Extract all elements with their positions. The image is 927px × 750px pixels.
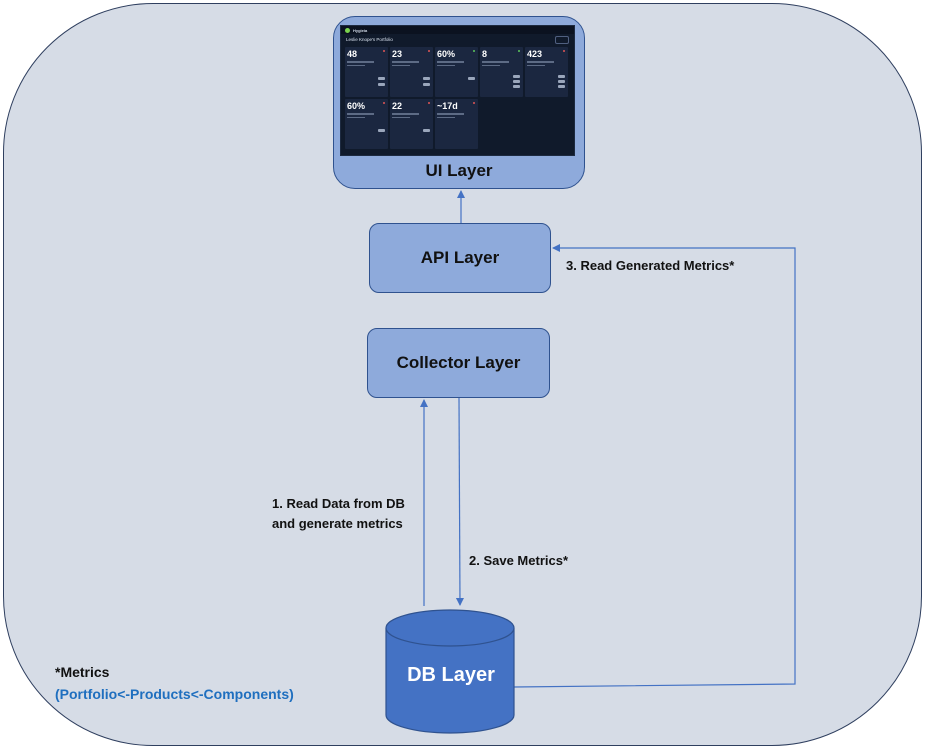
metric-card: 22: [390, 99, 433, 149]
metric-line: [437, 116, 455, 118]
metric-line: [347, 61, 375, 63]
logo-icon: [345, 27, 350, 33]
metric-line: [437, 61, 465, 63]
api-layer-label: API Layer: [420, 248, 500, 267]
metric-pill: [513, 85, 520, 88]
metric-pill: [423, 83, 430, 86]
metric-card: 60%: [345, 99, 388, 149]
metrics-note-title: *Metrics: [55, 664, 110, 680]
metric-card: 48: [345, 47, 388, 97]
metric-value: 23: [392, 49, 403, 59]
status-dot-icon: [383, 102, 385, 104]
collector-layer-label: Collector Layer: [396, 353, 521, 372]
metric-card: 8: [480, 47, 523, 97]
collector-to-db-arrow: [455, 397, 464, 606]
metric-card-grid: 48 23 60% 8: [341, 45, 574, 151]
read-generated-metrics-label: 3. Read Generated Metrics*: [566, 258, 735, 273]
metric-line: [437, 64, 455, 66]
metric-card: 423: [525, 47, 568, 97]
metric-card: ~17d: [435, 99, 478, 149]
metric-pill: [378, 83, 385, 86]
metric-pill: [513, 80, 520, 83]
db-layer-label: DB Layer: [407, 664, 495, 686]
db-cylinder: [385, 609, 515, 734]
status-dot-icon: [383, 50, 385, 52]
dashboard-action-button: [555, 35, 569, 44]
metric-line: [527, 61, 555, 63]
dashboard-title-row: Leslie Knope's Portfolio: [341, 34, 574, 45]
metric-line: [482, 61, 510, 63]
status-dot-icon: [518, 50, 520, 52]
api-layer-box: API Layer: [369, 223, 551, 293]
metric-value: 60%: [347, 101, 366, 111]
metric-value: 48: [347, 49, 358, 59]
dashboard-topbar: Hygieia: [341, 26, 574, 34]
metric-value: ~17d: [437, 101, 458, 111]
db-to-api-arrow: [513, 244, 796, 688]
portfolio-title: Leslie Knope's Portfolio: [346, 37, 393, 42]
status-dot-icon: [428, 102, 430, 104]
metric-line: [392, 64, 410, 66]
metric-value: 8: [482, 49, 488, 59]
metric-pill: [378, 129, 385, 132]
read-data-label-line1: 1. Read Data from DB: [272, 496, 405, 511]
metric-line: [347, 64, 365, 66]
ui-layer-label: UI Layer: [425, 161, 493, 180]
save-metrics-label: 2. Save Metrics*: [469, 553, 569, 568]
metric-card: 60%: [435, 47, 478, 97]
metric-pill: [558, 80, 565, 83]
dashboard-brand: Hygieia: [353, 27, 368, 33]
metric-value: 60%: [437, 49, 456, 59]
metric-pill: [378, 77, 385, 80]
status-dot-icon: [563, 50, 565, 52]
metric-pill: [423, 129, 430, 132]
metric-pill: [558, 85, 565, 88]
metric-card: 23: [390, 47, 433, 97]
metric-line: [392, 113, 420, 115]
metric-value: 423: [527, 49, 543, 59]
metric-line: [527, 64, 545, 66]
status-dot-icon: [428, 50, 430, 52]
metric-line: [347, 116, 365, 118]
metric-line: [392, 61, 420, 63]
metric-line: [347, 113, 375, 115]
metrics-note-hierarchy: (Portfolio<-Products<-Components): [55, 686, 294, 702]
metric-value: 22: [392, 101, 403, 111]
status-dot-icon: [473, 102, 475, 104]
metric-pill: [423, 77, 430, 80]
metric-line: [482, 64, 500, 66]
metric-pill: [468, 77, 475, 80]
read-data-label-line2: and generate metrics: [272, 516, 403, 531]
collector-layer-box: Collector Layer: [367, 328, 550, 398]
status-dot-icon: [473, 50, 475, 52]
metric-line: [392, 116, 410, 118]
metric-pill: [513, 75, 520, 78]
metric-pill: [558, 75, 565, 78]
metric-line: [437, 113, 465, 115]
dashboard-screenshot: Hygieia Leslie Knope's Portfolio 48 23 6…: [340, 25, 575, 156]
